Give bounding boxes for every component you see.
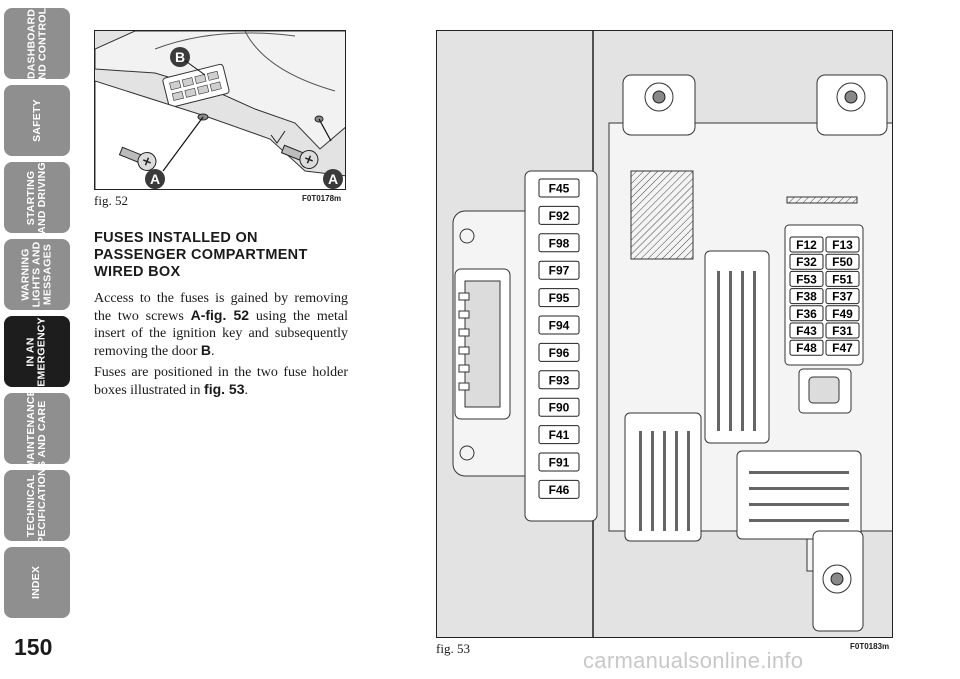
label-a-left: A [150, 171, 160, 187]
fig52-drawing: B A A [95, 31, 345, 189]
tab-label: SAFETY [30, 99, 43, 142]
fuse-left-f90: F90 [538, 397, 580, 417]
fuse-right-f31: F31 [825, 322, 860, 339]
fuse-label: F93 [549, 373, 570, 387]
tab-label: STARTING AND DRIVING [25, 161, 48, 234]
fuse-label: F31 [832, 324, 853, 338]
fuse-label: F92 [549, 209, 570, 223]
fuse-right-f49: F49 [825, 305, 860, 322]
tab-technical-specifications[interactable]: TECHNICAL SPECIFICATIONS [2, 460, 72, 551]
fuse-label: F90 [549, 401, 570, 415]
tab-label: INDEX [30, 565, 43, 600]
fuse-right-f48: F48 [789, 339, 824, 356]
tab-in-an-emergency[interactable]: IN AN EMERGENCY [2, 314, 72, 389]
tab-label: TECHNICAL SPECIFICATIONS [25, 460, 48, 551]
fuse-left-f91: F91 [538, 452, 580, 472]
fuse-label: F50 [832, 255, 853, 269]
tab-dashboard-and-controls[interactable]: DASHBOARD AND CONTROLS [2, 0, 72, 87]
fuse-right-f43: F43 [789, 322, 824, 339]
fuse-right-f53: F53 [789, 270, 824, 287]
fig52-code: F0T0178m [302, 194, 342, 203]
label-a-right: A [328, 171, 338, 187]
fuse-label: F94 [549, 319, 570, 333]
figure-52-image: B A A [94, 30, 346, 190]
fuse-right-f12: F12 [789, 236, 824, 253]
fuse-label: F97 [549, 264, 570, 278]
fuse-label: F38 [796, 290, 817, 304]
fuse-left-f41: F41 [538, 425, 580, 445]
label-a-left-marker [145, 169, 165, 189]
fuse-label: F37 [832, 290, 853, 304]
fuse-label: F45 [549, 182, 570, 196]
tab-warning-lights[interactable]: WARNING LIGHTS AND MESSAGES [2, 237, 72, 312]
fuse-label: F49 [832, 307, 853, 321]
fuse-right-f36: F36 [789, 305, 824, 322]
fuse-label: F95 [549, 291, 570, 305]
tab-starting-and-driving[interactable]: STARTING AND DRIVING [2, 160, 72, 235]
section-heading: FUSES INSTALLED ON PASSENGER COMPARTMENT… [94, 230, 308, 280]
fuse-label: F91 [549, 456, 570, 470]
fuse-label: F53 [796, 272, 817, 286]
tab-safety[interactable]: SAFETY [2, 83, 72, 158]
fuse-left-f46: F46 [538, 479, 580, 499]
fuse-label: F51 [832, 272, 853, 286]
fig52-caption: fig. 52 [94, 193, 128, 208]
fig53-code: F0T0183m [850, 642, 890, 651]
paragraph-positions: Fuses are positioned in the two fuse hol… [94, 365, 348, 398]
tab-label: IN AN EMERGENCY [25, 316, 49, 387]
tab-index[interactable]: INDEX [2, 545, 72, 620]
chapter-sidebar: DASHBOARD AND CONTROLS SAFETY STARTING A… [2, 0, 74, 626]
fuse-label: F46 [549, 483, 570, 497]
label-b: B [175, 49, 185, 65]
tab-maintenance-and-care[interactable]: MAINTENANCE AND CARE [2, 388, 72, 469]
fuse-label: F32 [796, 255, 817, 269]
fuse-label: F12 [796, 238, 817, 252]
label-a-right-marker [323, 169, 343, 189]
fuse-label: F43 [796, 324, 817, 338]
fuse-right-f37: F37 [825, 288, 860, 305]
fuse-label: F41 [549, 428, 570, 442]
fuse-right-f32: F32 [789, 253, 824, 270]
fuse-right-f47: F47 [825, 339, 860, 356]
fuse-right-f51: F51 [825, 270, 860, 287]
page-number: 150 [14, 634, 53, 660]
fuse-left-f97: F97 [538, 260, 580, 280]
fuse-right-f38: F38 [789, 288, 824, 305]
fuse-right-f13: F13 [825, 236, 860, 253]
watermark-text: carmanualsonline.info [583, 648, 804, 673]
tab-label: WARNING LIGHTS AND MESSAGES [19, 241, 54, 308]
fuse-left-f95: F95 [538, 288, 580, 308]
fuse-label: F98 [549, 236, 570, 250]
fuse-left-f96: F96 [538, 342, 580, 362]
fuse-label: F36 [796, 307, 817, 321]
fuse-left-f92: F92 [538, 205, 580, 225]
fig53-caption: fig. 53 [436, 641, 470, 656]
paragraph-access: Access to the fuses is gained by removin… [94, 291, 348, 359]
fuse-right-f50: F50 [825, 253, 860, 270]
fuse-left-f45: F45 [538, 178, 580, 198]
fuse-left-f93: F93 [538, 370, 580, 390]
fuse-label: F13 [832, 238, 853, 252]
fuse-label: F48 [796, 341, 817, 355]
fuse-label: F47 [832, 341, 853, 355]
fuse-left-f94: F94 [538, 315, 580, 335]
fuse-label: F96 [549, 346, 570, 360]
tab-label: MAINTENANCE AND CARE [25, 388, 48, 469]
tab-label: DASHBOARD AND CONTROLS [25, 0, 49, 87]
fuse-left-f98: F98 [538, 233, 580, 253]
